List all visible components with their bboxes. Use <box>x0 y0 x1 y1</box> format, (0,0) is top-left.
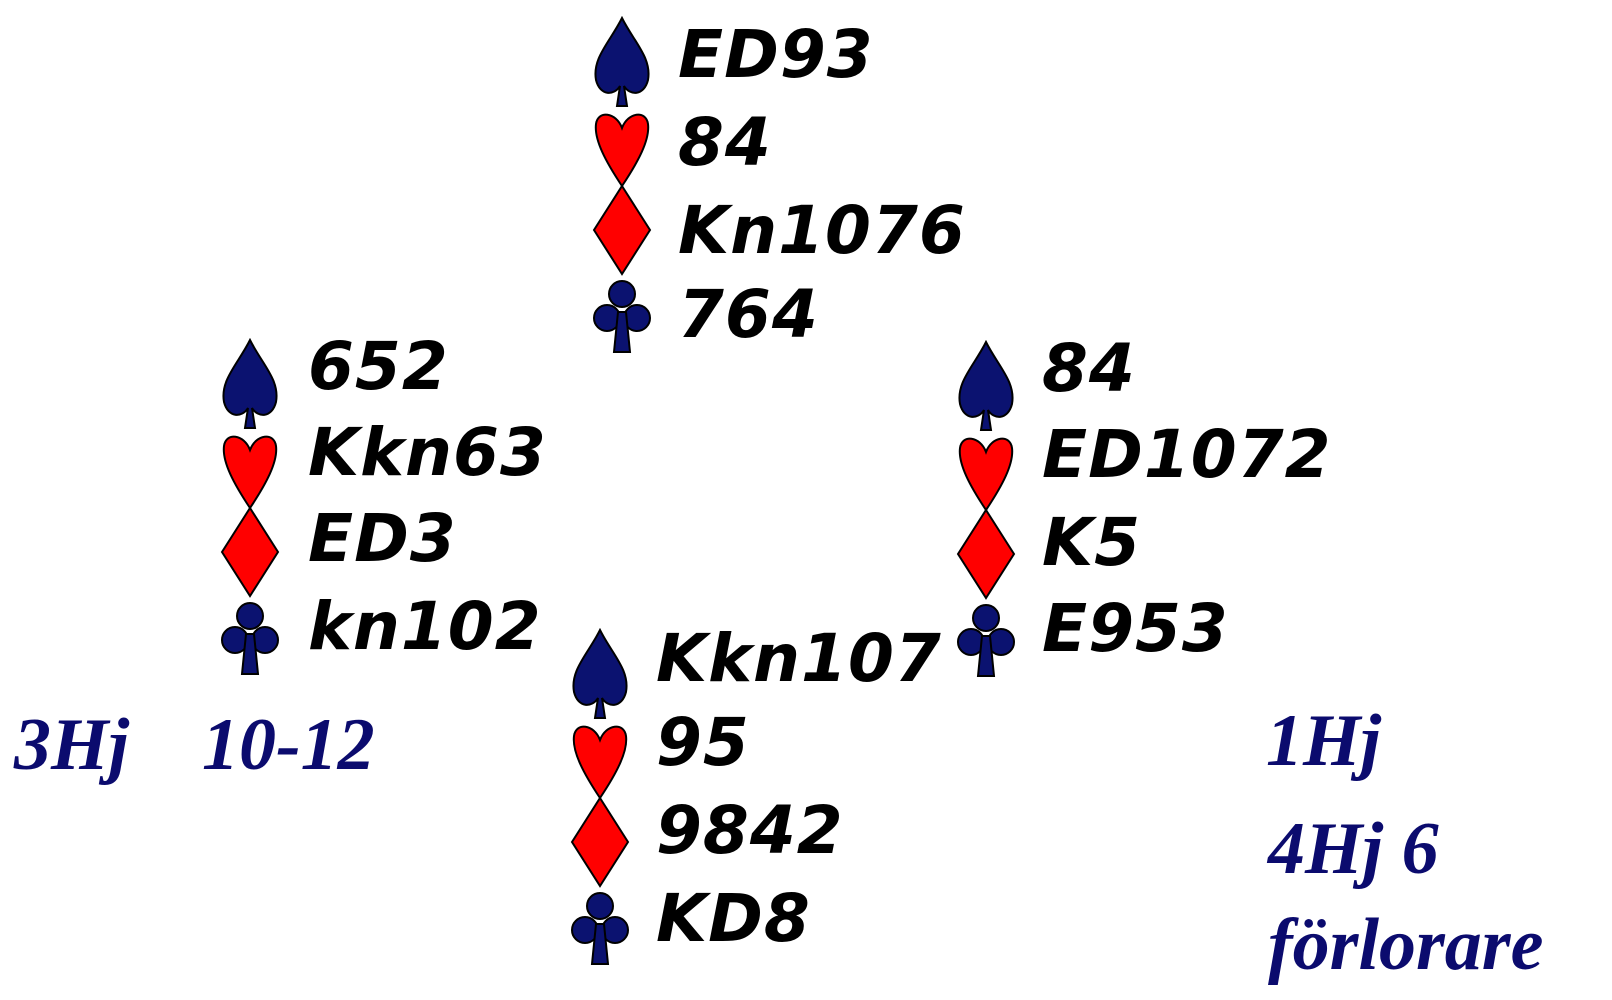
right-word-note: förlorare <box>1268 904 1544 986</box>
south-spades: Kkn107 <box>656 620 942 697</box>
north-clubs: 764 <box>678 276 819 353</box>
east-diamonds: K5 <box>1042 504 1142 581</box>
west-suits-icon <box>221 339 279 675</box>
east-spades: 84 <box>1042 330 1136 407</box>
west-suit-symbols <box>221 339 279 675</box>
right-contract-note: 4Hj 6 <box>1268 808 1439 890</box>
east-clubs: E953 <box>1042 590 1229 667</box>
east-hearts: ED1072 <box>1042 416 1332 493</box>
south-hand: Kkn107 95 9842 KD8 <box>570 626 941 973</box>
east-suit-symbols <box>957 341 1015 677</box>
north-hearts: 84 <box>678 104 772 181</box>
west-diamonds: ED3 <box>308 500 457 577</box>
west-clubs: kn102 <box>308 588 542 665</box>
south-diamonds: 9842 <box>656 792 844 869</box>
north-spades: ED93 <box>678 16 874 93</box>
east-suits-icon <box>957 341 1015 677</box>
north-hand: ED93 84 Kn1076 764 <box>592 16 965 361</box>
left-bid-note: 3Hj <box>14 704 130 786</box>
south-suit-symbols <box>571 629 629 965</box>
south-suits-icon <box>571 629 629 965</box>
south-hearts: 95 <box>656 704 750 781</box>
south-clubs: KD8 <box>656 880 811 957</box>
north-suit-symbols <box>593 17 651 353</box>
east-hand: 84 ED1072 K5 E953 <box>956 336 1336 685</box>
west-hearts: Kkn63 <box>308 414 547 491</box>
north-diamonds: Kn1076 <box>678 192 966 269</box>
left-range-note: 10-12 <box>202 704 375 786</box>
right-bid-note: 1Hj <box>1266 700 1382 782</box>
west-hand: 652 Kkn63 ED3 kn102 <box>220 334 546 683</box>
north-suits-icon <box>593 17 651 353</box>
west-spades: 652 <box>308 328 449 405</box>
